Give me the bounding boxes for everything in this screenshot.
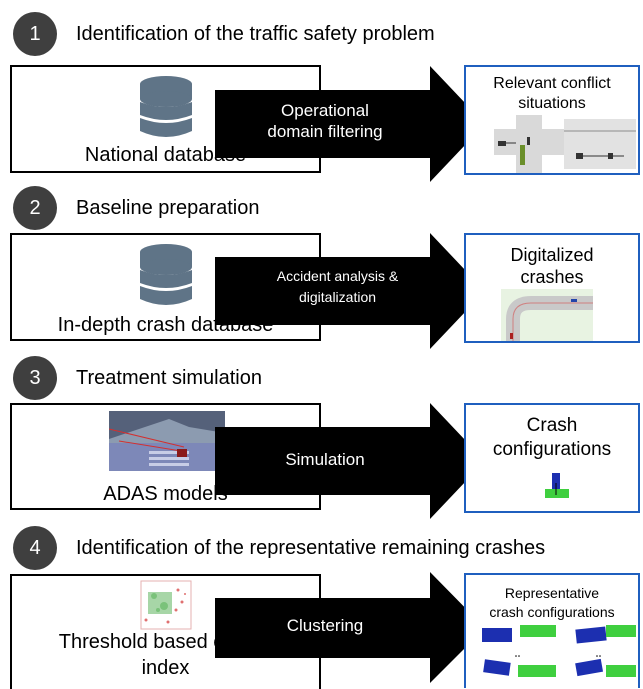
step-2-arrow-label-line1: Accident analysis & — [276, 268, 399, 284]
step-1-arrow: Operational domain filtering — [215, 66, 485, 182]
step-1-result-title-line1: Relevant conflict — [493, 75, 611, 92]
straight-road-conflict-image — [564, 119, 636, 169]
digitalized-crash-image — [501, 289, 593, 341]
step-2-title: Baseline preparation — [76, 197, 260, 219]
representative-crash-configurations-image — [482, 625, 636, 677]
step-1-arrow-label-line2: domain filtering — [267, 122, 383, 141]
database-icon — [140, 76, 192, 137]
step-4-result-title-line1: Representative — [504, 585, 600, 601]
step-1-result-box: Relevant conflict situations — [464, 65, 640, 175]
step-2-arrow-label-line2: digitalization — [298, 289, 377, 305]
database-icon — [140, 244, 192, 305]
step-4-arrow: Clustering — [215, 572, 485, 683]
step-4-number: 4 — [13, 526, 57, 570]
cluster-plot-image — [140, 580, 192, 630]
step-3-number: 3 — [13, 356, 57, 400]
step-4-title: Identification of the representative rem… — [76, 537, 546, 559]
step-4-arrow-label: Clustering — [286, 616, 364, 635]
step-4-source-label-line2: index — [141, 657, 190, 679]
step-1-arrow-label-line1: Operational — [281, 101, 369, 120]
step-2-arrow: Accident analysis & digitalization — [215, 233, 485, 349]
step-3-source-label: ADAS models — [103, 483, 228, 505]
step-3-title: Treatment simulation — [76, 367, 262, 389]
step-2-result-title-line2: crashes — [520, 267, 584, 287]
step-1-result-title-line2: situations — [518, 95, 586, 112]
step-3-result-title-line2: configurations — [492, 439, 612, 460]
step-1-source-label: National database — [84, 144, 247, 166]
step-3-arrow: Simulation — [215, 403, 485, 519]
step-2-result-title-line1: Digitalized — [510, 245, 594, 265]
crash-configuration-image — [545, 473, 569, 498]
step-3-result-box: Crash configurations — [464, 403, 640, 513]
simulation-scene-image — [109, 411, 225, 471]
step-4-result-title-line2: crash configurations — [489, 604, 615, 620]
step-3-result-title-line1: Crash — [526, 415, 578, 436]
step-2-number: 2 — [13, 186, 57, 230]
step-3-arrow-label: Simulation — [285, 450, 365, 469]
step-2-result-box: Digitalized crashes — [464, 233, 640, 343]
step-4-result-box: Representative crash configurations — [464, 573, 640, 688]
step-1-number: 1 — [13, 12, 57, 56]
intersection-conflict-image — [494, 115, 564, 173]
step-1-title: Identification of the traffic safety pro… — [76, 23, 435, 45]
